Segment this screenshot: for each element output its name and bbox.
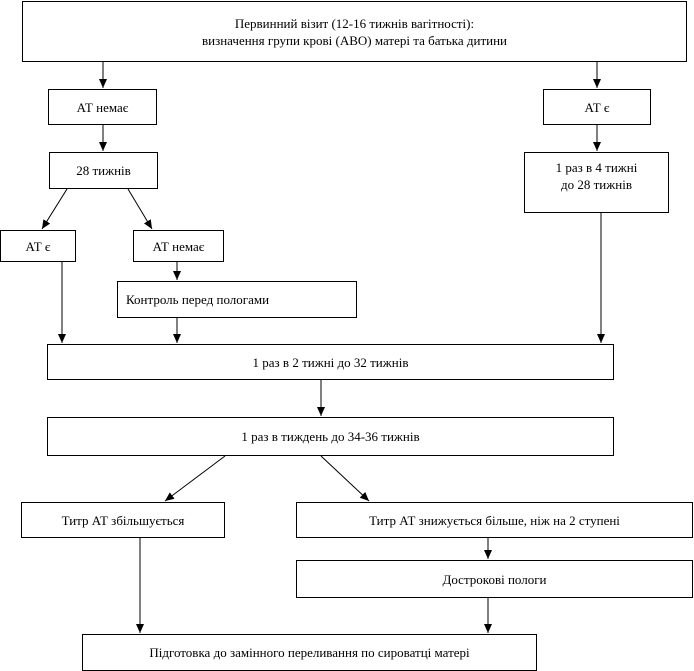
node-transfusion-prep: Підготовка до замінного переливання по с… [82, 634, 537, 671]
node-every-2-weeks: 1 раз в 2 тижні до 32 тижнів [47, 344, 614, 380]
node-at-yes-2: АТ є [0, 230, 76, 262]
node-first-visit: Первинний візит (12-16 тижнів вагітності… [22, 1, 687, 62]
node-every-week: 1 раз в тиждень до 34-36 тижнів [47, 417, 614, 456]
node-every-4-weeks: 1 раз в 4 тижні до 28 тижнів [524, 152, 669, 213]
at-yes-2-label: АТ є [25, 238, 51, 254]
titer-decreases-label: Титр АТ знижується більше, ніж на 2 ступ… [369, 512, 620, 528]
arrow-week-to-increase [164, 455, 226, 502]
at-yes-1-label: АТ є [584, 99, 610, 115]
arrow-28-to-at-none [127, 188, 153, 230]
first-visit-line1: Первинний візит (12-16 тижнів вагітності… [234, 15, 475, 31]
every-4-weeks-line2: до 28 тижнів [561, 177, 632, 192]
node-early-birth: Дострокові пологи [296, 560, 693, 598]
node-28-weeks: 28 тижнів [49, 152, 158, 189]
at-none-1-label: АТ немає [76, 99, 129, 115]
titer-increases-label: Титр АТ збільшується [61, 512, 185, 528]
every-2-weeks-label: 1 раз в 2 тижні до 32 тижнів [252, 354, 409, 370]
control-before-birth-label: Контроль перед пологами [126, 292, 270, 307]
weeks-28-label: 28 тижнів [76, 163, 131, 178]
node-titer-decreases: Титр АТ знижується більше, ніж на 2 ступ… [296, 502, 693, 538]
node-at-none-1: АТ немає [48, 89, 157, 125]
node-at-yes-1: АТ є [543, 89, 651, 125]
every-week-label: 1 раз в тиждень до 34-36 тижнів [241, 429, 420, 444]
early-birth-label: Дострокові пологи [442, 571, 547, 587]
arrow-week-to-decrease [320, 455, 370, 502]
every-4-weeks-line1: 1 раз в 4 тижні [555, 160, 638, 175]
transfusion-prep-label: Підготовка до замінного переливання по с… [149, 645, 470, 660]
node-titer-increases: Титр АТ збільшується [21, 502, 225, 538]
node-at-none-2: АТ немає [133, 230, 224, 262]
node-control-before-birth: Контроль перед пологами [117, 281, 357, 318]
arrow-28-to-at-yes [41, 188, 68, 230]
at-none-2-label: АТ немає [152, 238, 205, 254]
first-visit-line2: визначення групи крові (АВО) матері та б… [201, 32, 508, 48]
